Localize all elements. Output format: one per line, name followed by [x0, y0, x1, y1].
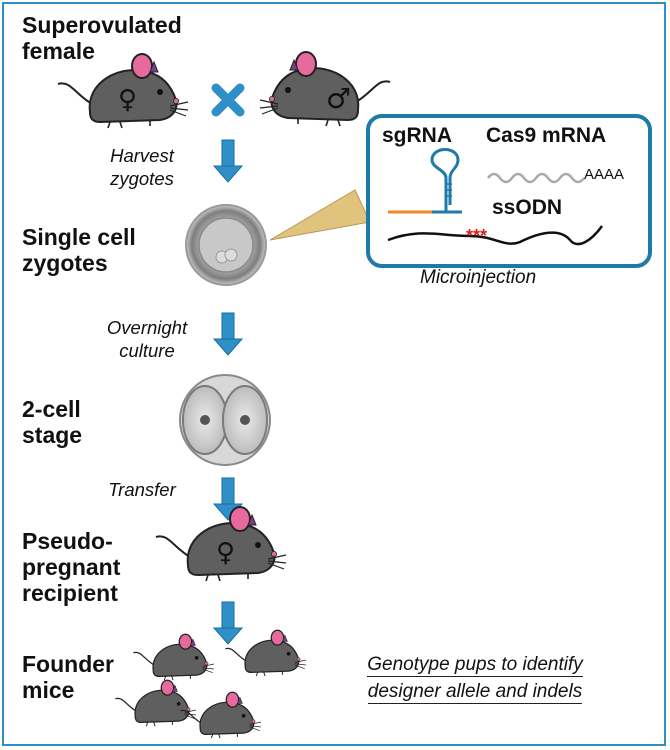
genotype-note-line1: Genotype pups to identify	[367, 654, 583, 677]
ssodn-strand	[387, 225, 604, 246]
step-label-transfer: Transfer	[108, 479, 176, 500]
stage-label-zygotes: Single cell zygotes	[22, 224, 136, 276]
female-mouse: ♀	[57, 53, 189, 129]
sgrna-scaffold	[430, 148, 462, 214]
stage-label-recipient: Pseudo- pregnant recipient	[22, 528, 121, 606]
genotype-note: Genotype pups to identify designer allel…	[330, 651, 620, 705]
stage-label-founder: Founder mice	[22, 651, 114, 703]
male-symbol-icon: ♂	[326, 82, 351, 115]
step-label-culture: Overnight culture	[106, 317, 188, 361]
founder-pup	[224, 629, 307, 677]
cross-icon	[211, 83, 245, 117]
down-arrow-icon	[213, 601, 243, 645]
down-arrow-icon	[213, 312, 243, 356]
polya-tail-label: AAAA	[584, 166, 625, 183]
sgrna-label: sgRNA	[382, 124, 453, 147]
genotype-note-line2: designer allele and indels	[367, 681, 583, 704]
zygote	[185, 204, 267, 286]
callout-cone	[269, 189, 371, 241]
founder-pup	[114, 679, 197, 727]
cas9-mrna-label: Cas9 mRNA	[486, 124, 607, 147]
male-mouse	[259, 51, 391, 127]
down-arrow-icon	[213, 139, 243, 183]
mutation-marker: ***	[466, 226, 488, 246]
step-label-harvest: Harvest zygotes	[110, 145, 174, 189]
founder-pup	[179, 691, 262, 739]
ssodn-label: ssODN	[492, 196, 563, 219]
cas9-mrna	[487, 172, 585, 184]
stage-label-superovulated: Superovulated female	[22, 12, 182, 64]
female-symbol-icon: ♀	[216, 538, 235, 568]
founder-pup	[132, 633, 215, 681]
female-symbol-icon: ♀	[118, 85, 137, 115]
two-cell-embryo	[179, 374, 271, 466]
recipient-mouse: ♀	[155, 506, 287, 582]
stage-label-two-cell: 2-cell stage	[22, 396, 83, 448]
injection-mix-box	[366, 114, 652, 268]
microinjection-caption: Microinjection	[420, 267, 537, 288]
